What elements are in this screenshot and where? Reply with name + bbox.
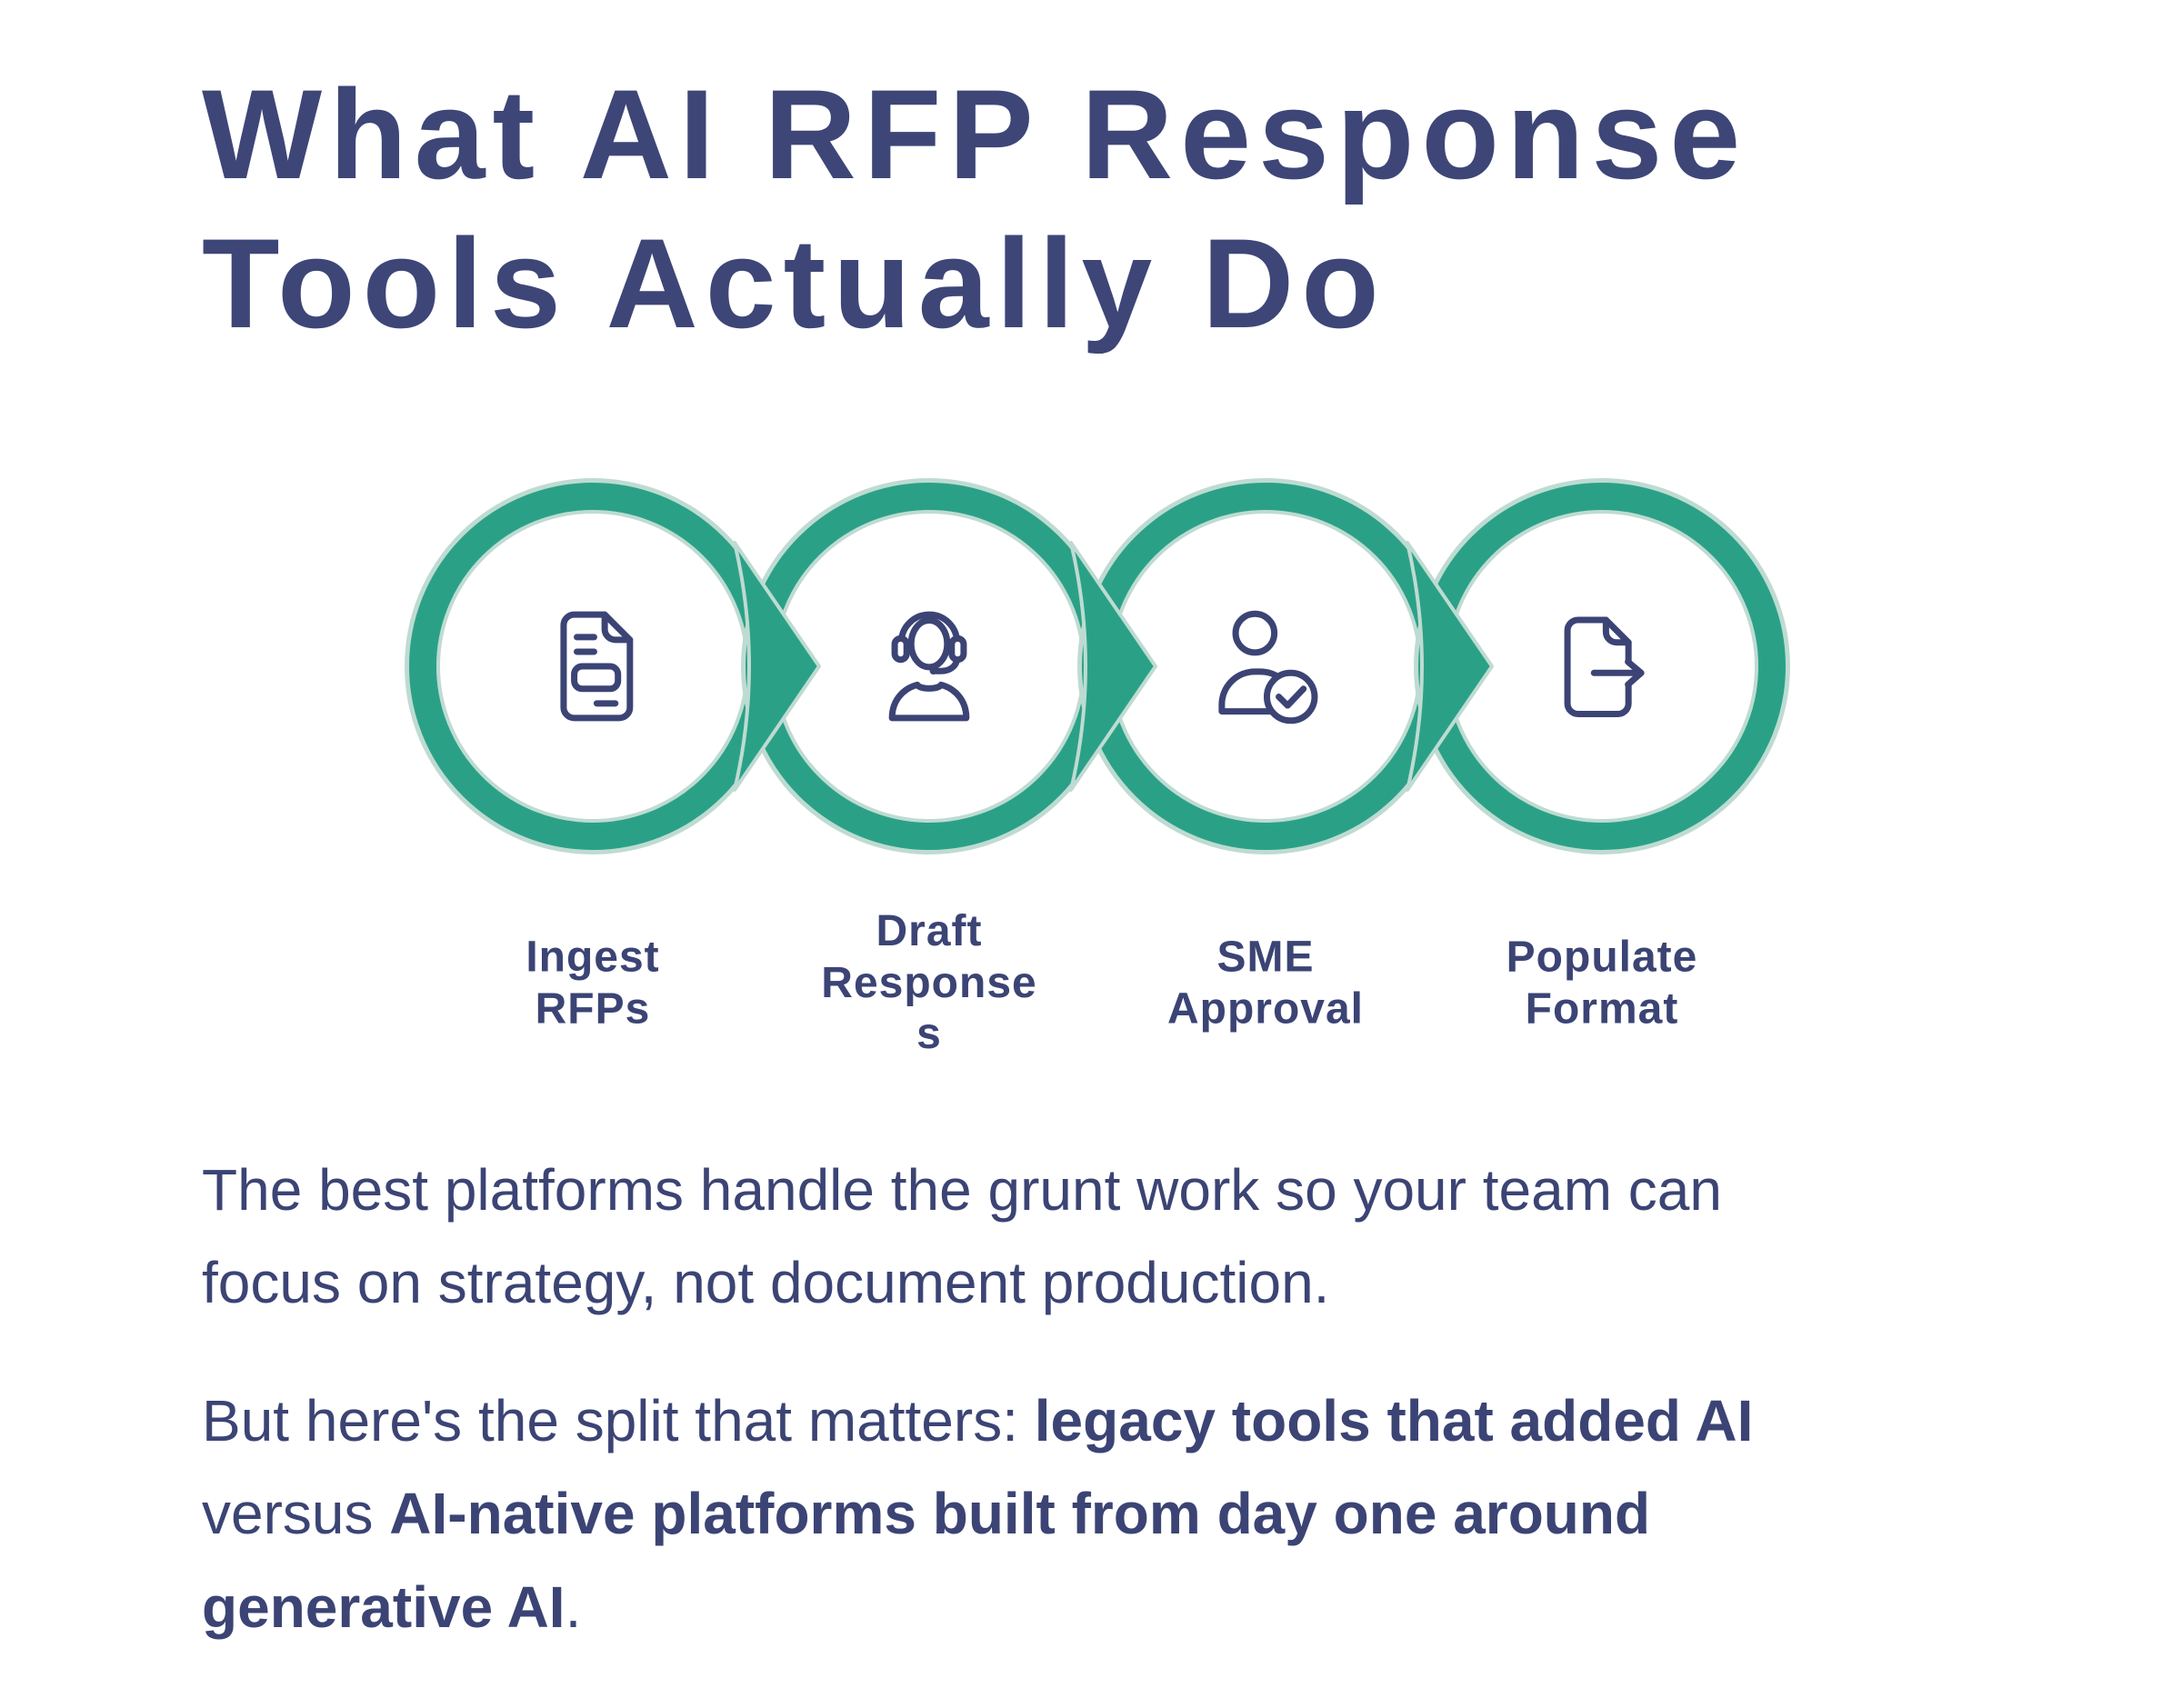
- text-run: The best platforms handle the grunt work…: [202, 1157, 1722, 1316]
- body-paragraph-2: But here's the split that matters: legac…: [202, 1374, 2029, 1653]
- text-run: versus: [202, 1481, 374, 1547]
- process-step-label-ingest-rfps: Ingest RFPs: [525, 933, 660, 1033]
- bold-text-run: legacy tools that added AI: [1034, 1388, 1754, 1453]
- user-check-icon: [1218, 610, 1318, 724]
- process-step-label-draft-responses: Draft Response s: [821, 907, 1037, 1059]
- body-paragraph-1: The best platforms handle the grunt work…: [202, 1144, 2029, 1330]
- process-step-circle-1: [409, 483, 776, 850]
- process-step-label-populate-format: Populate Format: [1506, 933, 1698, 1033]
- flow-arrow-icon: [1406, 541, 1494, 792]
- flow-arrow-icon: [733, 541, 821, 792]
- text-run: .: [565, 1573, 582, 1640]
- bold-text-run: AI-native platforms built from day one a…: [202, 1481, 1651, 1640]
- flow-arrow-icon: [1069, 541, 1157, 792]
- document-export-icon: [1564, 616, 1655, 717]
- text-run: But here's the split that matters:: [202, 1388, 1035, 1453]
- process-flow-diagram: Ingest RFPs Draft Response s SME Approva…: [409, 483, 1786, 1059]
- support-agent-headset-icon: [888, 611, 970, 722]
- document-lines-icon: [560, 611, 634, 722]
- process-step-label-sme-approval: SME Approval: [1166, 933, 1365, 1033]
- section-heading: What AI RFP Response Tools Actually Do: [202, 63, 1748, 355]
